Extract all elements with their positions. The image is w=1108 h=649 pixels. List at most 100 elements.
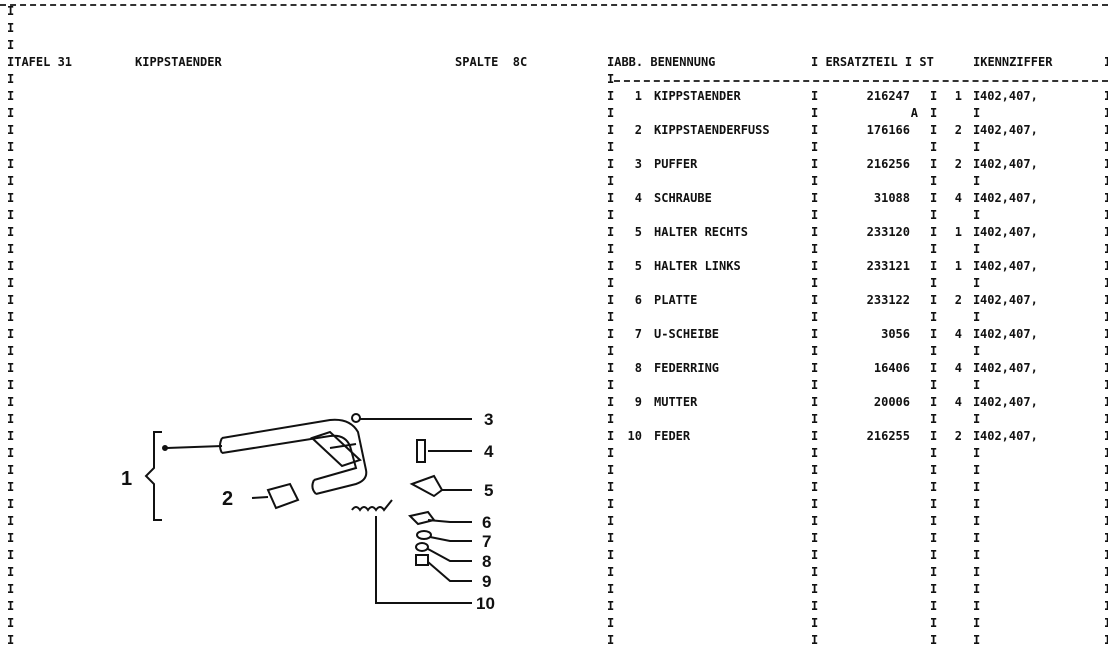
spalte-label: SPALTE 8C	[455, 55, 528, 69]
part-name: KIPPSTAENDER	[654, 89, 741, 103]
border-mark: I	[607, 565, 615, 579]
border-mark: I	[973, 242, 981, 256]
border-mark: I	[7, 225, 15, 239]
border-mark: I	[930, 327, 938, 341]
border-mark: I	[607, 225, 615, 239]
border-mark: I	[811, 582, 819, 596]
border-mark: I	[607, 497, 615, 511]
border-mark: I	[930, 531, 938, 545]
border-mark: I	[1104, 616, 1108, 630]
border-mark: I	[7, 123, 15, 137]
border-mark: I	[973, 310, 981, 324]
border-mark: I	[1104, 242, 1108, 256]
border-mark: I	[607, 463, 615, 477]
border-mark: I	[607, 106, 615, 120]
tafel-number: TAFEL 31	[14, 55, 73, 69]
header-st: ST	[919, 55, 934, 69]
border-mark: I	[811, 599, 819, 613]
border-mark: I	[607, 633, 615, 647]
border-mark: I	[930, 463, 938, 477]
callout-1: 1	[121, 468, 132, 490]
border-mark: I	[7, 514, 15, 528]
abb-number: 1	[634, 89, 642, 103]
part-number: 216247	[866, 89, 910, 103]
border-mark: I	[607, 531, 615, 545]
border-mark: I	[973, 463, 981, 477]
border-mark: I	[811, 378, 819, 392]
border-mark: I	[811, 616, 819, 630]
quantity: 2	[954, 293, 962, 307]
border-mark: I	[811, 174, 819, 188]
stand-tube	[219, 418, 368, 495]
part-number: 233120	[866, 225, 910, 239]
border-mark: I	[607, 395, 615, 409]
border-mark: I	[973, 412, 981, 426]
border-mark: I	[607, 412, 615, 426]
border-mark: I	[7, 140, 15, 154]
border-mark: I	[930, 446, 938, 460]
kennziffer: 402,407,	[980, 89, 1038, 103]
border-mark: I	[1104, 582, 1108, 596]
border-mark: I	[7, 599, 15, 613]
quantity: 4	[954, 327, 962, 341]
border-mark: I	[930, 89, 938, 103]
spring-icon	[351, 499, 393, 512]
border-mark: I	[7, 157, 15, 171]
border-mark: I	[930, 310, 938, 324]
border-mark: I	[1104, 599, 1108, 613]
part-number: 3056	[881, 327, 910, 341]
foot-icon	[266, 482, 300, 510]
border-mark: I	[607, 89, 615, 103]
border-mark: I	[7, 480, 15, 494]
border-mark: I	[1104, 191, 1108, 205]
part-number: 176166	[866, 123, 910, 137]
abb-number: 5	[634, 259, 642, 273]
border-mark: I	[811, 497, 819, 511]
border-mark: I	[7, 463, 15, 477]
border-mark: I	[607, 276, 615, 290]
border-mark: I	[607, 327, 615, 341]
border-mark: I	[607, 344, 615, 358]
border-mark: I	[607, 310, 615, 324]
border-mark: I	[1104, 514, 1108, 528]
border-mark: I	[930, 140, 938, 154]
callout-2: 2	[222, 488, 233, 510]
border-mark: I	[930, 480, 938, 494]
border-mark: I	[1104, 531, 1108, 545]
border-mark: I	[930, 361, 938, 375]
header-abb: IABB. BENENNUNG	[607, 55, 716, 69]
quantity: 4	[954, 395, 962, 409]
border-mark: I	[1104, 310, 1108, 324]
border-mark: I	[607, 514, 615, 528]
kennziffer: 402,407,	[980, 293, 1038, 307]
border-mark: I	[930, 497, 938, 511]
callout-3: 3	[484, 410, 493, 429]
kennziffer: 402,407,	[980, 395, 1038, 409]
border-mark: I	[973, 344, 981, 358]
border-mark: I	[1104, 463, 1108, 477]
part-name: MUTTER	[654, 395, 698, 409]
border-mark: I	[973, 259, 981, 273]
border-mark: I	[1104, 208, 1108, 222]
border-mark: I	[930, 429, 938, 443]
border-mark: I	[607, 72, 615, 86]
border-mark: I	[7, 310, 15, 324]
border-mark: I	[811, 480, 819, 494]
border-mark: I	[607, 242, 615, 256]
border-mark: I	[1104, 106, 1108, 120]
border-mark: I	[7, 429, 15, 443]
kennziffer: 402,407,	[980, 259, 1038, 273]
border-mark: I	[973, 378, 981, 392]
part-name: PUFFER	[654, 157, 698, 171]
border-mark: I	[1104, 55, 1108, 69]
border-mark: I	[1104, 361, 1108, 375]
abb-number: 3	[634, 157, 642, 171]
border-mark: I	[607, 429, 615, 443]
quantity: 4	[954, 361, 962, 375]
callout-9: 9	[482, 572, 491, 591]
border-mark: I	[973, 599, 981, 613]
border-mark: I	[973, 446, 981, 460]
border-mark: I	[973, 276, 981, 290]
border-mark: I	[7, 548, 15, 562]
border-mark: I	[7, 259, 15, 273]
